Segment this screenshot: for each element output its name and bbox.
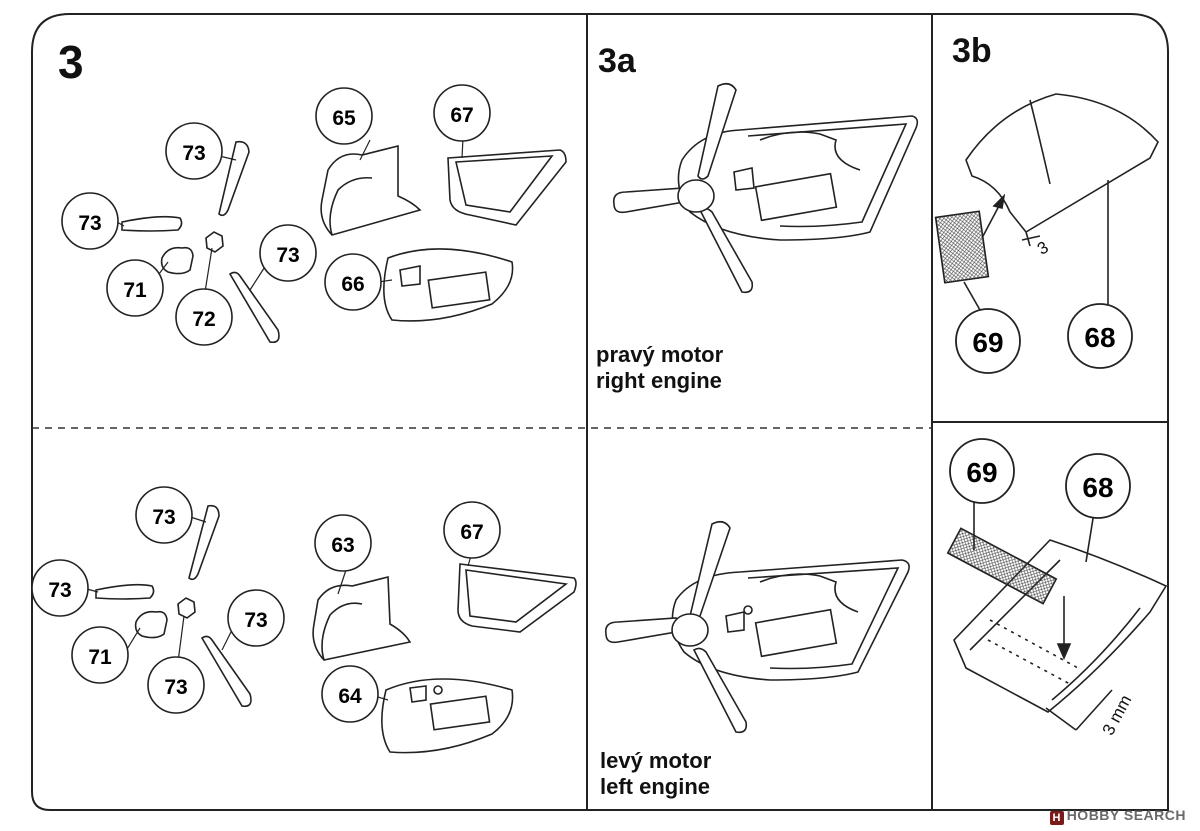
- canopy-lower-drawing: [953, 539, 1168, 713]
- spinner: [677, 179, 715, 213]
- hub-drawing: [205, 231, 224, 253]
- callout-66: 66: [324, 253, 382, 311]
- blade-diagonal-drawing-b: [200, 635, 252, 708]
- mesh-lower-drawing: [946, 527, 1058, 605]
- step-number-3a: 3a: [598, 42, 637, 80]
- caption-right-en: right engine: [596, 368, 722, 393]
- callout-71: 71: [106, 259, 164, 317]
- svg-text:73: 73: [78, 212, 101, 235]
- svg-text:73: 73: [276, 244, 299, 267]
- svg-text:67: 67: [450, 104, 473, 127]
- svg-text:68: 68: [1084, 322, 1115, 353]
- spinner-b: [671, 613, 709, 647]
- mesh-upper-drawing: [934, 210, 990, 284]
- detail-3b-top: [934, 93, 1159, 284]
- svg-text:73: 73: [182, 142, 205, 165]
- svg-text:73: 73: [244, 609, 267, 632]
- callout-71-b: 71: [71, 626, 129, 684]
- detail-3b-bottom: [946, 527, 1168, 713]
- svg-text:72: 72: [192, 308, 215, 331]
- engine-assembled-left: [604, 520, 910, 734]
- callout-69-upper: 69: [955, 308, 1021, 374]
- blade-left: [612, 187, 688, 214]
- svg-text:66: 66: [341, 273, 364, 296]
- cowl-lower-drawing: [383, 248, 514, 322]
- callout-73-left: 73: [61, 192, 119, 250]
- cowl-front-drawing-b: [312, 575, 412, 661]
- svg-text:73: 73: [152, 506, 175, 529]
- blade-vertical-drawing: [218, 140, 250, 217]
- watermark-text: HOBBY SEARCH: [1066, 807, 1186, 823]
- spinner-half-drawing-b: [134, 610, 168, 639]
- callout-64: 64: [321, 665, 379, 723]
- caption-right-cz: pravý motor: [596, 342, 724, 367]
- svg-text:64: 64: [338, 685, 362, 708]
- callout-67: 67: [433, 84, 491, 142]
- callout-69-lower: 69: [949, 438, 1015, 504]
- hobby-search-logo-icon: H: [1049, 811, 1064, 825]
- blade-vertical-drawing-b: [188, 504, 220, 581]
- callout-63: 63: [314, 514, 372, 572]
- blade-up: [697, 82, 737, 180]
- step-number-3b: 3b: [952, 32, 992, 70]
- svg-text:71: 71: [123, 279, 147, 302]
- parts-top: [121, 140, 567, 344]
- detail-3b-top-marks: [963, 180, 1109, 311]
- callout-73-left-b: 73: [31, 559, 89, 617]
- callout-67-b: 67: [443, 501, 501, 559]
- dimension-upper: 3: [1034, 237, 1052, 258]
- canopy-upper-drawing: [965, 93, 1159, 234]
- callouts-bottom: 73 73 71 73 73 63 67 64: [31, 486, 501, 723]
- cowl-front-drawing: [320, 144, 422, 236]
- blade-down-b: [692, 647, 748, 734]
- callout-68-upper: 68: [1067, 303, 1133, 369]
- caption-left-cz: levý motor: [600, 748, 712, 773]
- svg-text:69: 69: [966, 457, 997, 488]
- blade-diagonal-drawing: [228, 271, 280, 344]
- cowl-lower-drawing-b: [381, 678, 514, 754]
- svg-text:73: 73: [48, 579, 71, 602]
- svg-text:68: 68: [1082, 472, 1113, 503]
- blade-left-b: [604, 617, 680, 644]
- callout-73-hub-b: 73: [147, 656, 205, 714]
- callout-72: 72: [175, 288, 233, 346]
- svg-text:71: 71: [88, 646, 112, 669]
- svg-text:69: 69: [972, 327, 1003, 358]
- callout-73-upper: 73: [165, 122, 223, 180]
- step-number-3: 3: [58, 36, 84, 88]
- callout-65: 65: [315, 87, 373, 145]
- spinner-half-drawing: [160, 246, 194, 275]
- svg-text:73: 73: [164, 676, 187, 699]
- blade-horizontal-drawing-b: [95, 583, 155, 600]
- callout-73-right: 73: [259, 224, 317, 282]
- callout-68-lower: 68: [1065, 453, 1131, 519]
- svg-text:65: 65: [332, 107, 356, 130]
- callout-73-right-b: 73: [227, 589, 285, 647]
- caption-left-en: left engine: [600, 774, 710, 799]
- engine-assembled-right: [612, 82, 919, 294]
- hub-drawing-b: [177, 597, 196, 619]
- sheet-frame: [31, 13, 1169, 811]
- callout-73-upper-b: 73: [135, 486, 193, 544]
- parts-bottom: [95, 504, 577, 754]
- svg-text:67: 67: [460, 521, 483, 544]
- svg-text:63: 63: [331, 534, 354, 557]
- callouts-top: 73 73 71 72 73 65 67 66: [61, 84, 491, 346]
- blade-horizontal-drawing: [121, 215, 183, 232]
